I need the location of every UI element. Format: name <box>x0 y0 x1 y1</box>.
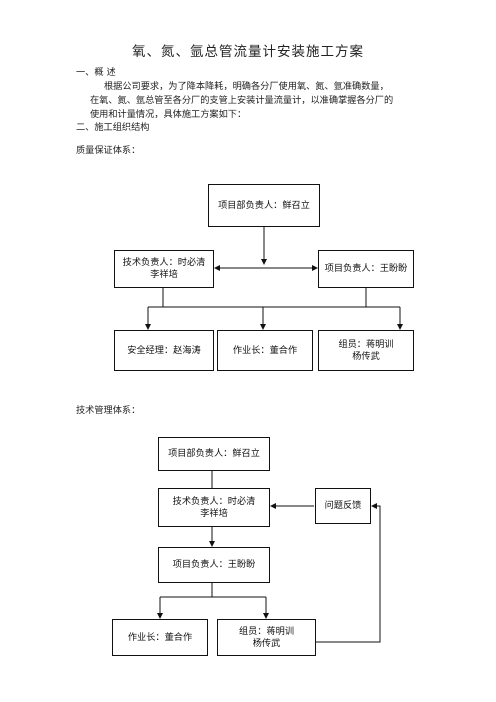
document-title: 氧、氮、氩总管流量计安装施工方案 <box>132 44 364 60</box>
t-box-team-members: 组员：蒋明训 杨传武 <box>217 619 316 656</box>
t-box-issue-feedback: 问题反馈 <box>315 488 371 524</box>
section-heading-overview: 一、概 述 <box>76 67 116 78</box>
q-box-dept-head: 项目部负责人：鲜召立 <box>208 184 320 227</box>
q-box-foreman: 作业长：董合作 <box>217 330 313 371</box>
t-box-project-lead: 项目负责人：王盼盼 <box>158 547 270 583</box>
paragraph-line-2: 在氧、氮、氩总管至各分厂的支管上安装计量流量计，以准确掌握各分厂的 <box>90 95 394 106</box>
t-box-tech-lead: 技术负责人：时必清 李祥培 <box>158 488 270 527</box>
t-arrow-members-to-feedback <box>316 503 381 643</box>
paragraph-line-3: 使用和计量情况，具体施工方案如下： <box>90 109 247 120</box>
t-box-dept-head: 项目部负责人：鲜召立 <box>158 437 270 471</box>
section-heading-organization: 二、施工组织结构 <box>76 122 150 133</box>
q-box-team-members: 组员：蒋明训 杨传武 <box>318 330 414 371</box>
tech-system-label: 技术管理体系： <box>76 405 141 416</box>
q-box-safety-manager: 安全经理：赵海涛 <box>114 330 214 371</box>
paragraph-line-1: 根据公司要求，为了降本降耗，明确各分厂使用氧、氮、氩准确数量， <box>104 81 389 92</box>
t-box-foreman: 作业长：董合作 <box>112 619 208 656</box>
q-box-project-lead: 项目负责人：王盼盼 <box>318 250 414 288</box>
quality-system-label: 质量保证体系： <box>76 145 141 156</box>
q-box-tech-lead: 技术负责人：时必清 李祥培 <box>114 250 214 288</box>
